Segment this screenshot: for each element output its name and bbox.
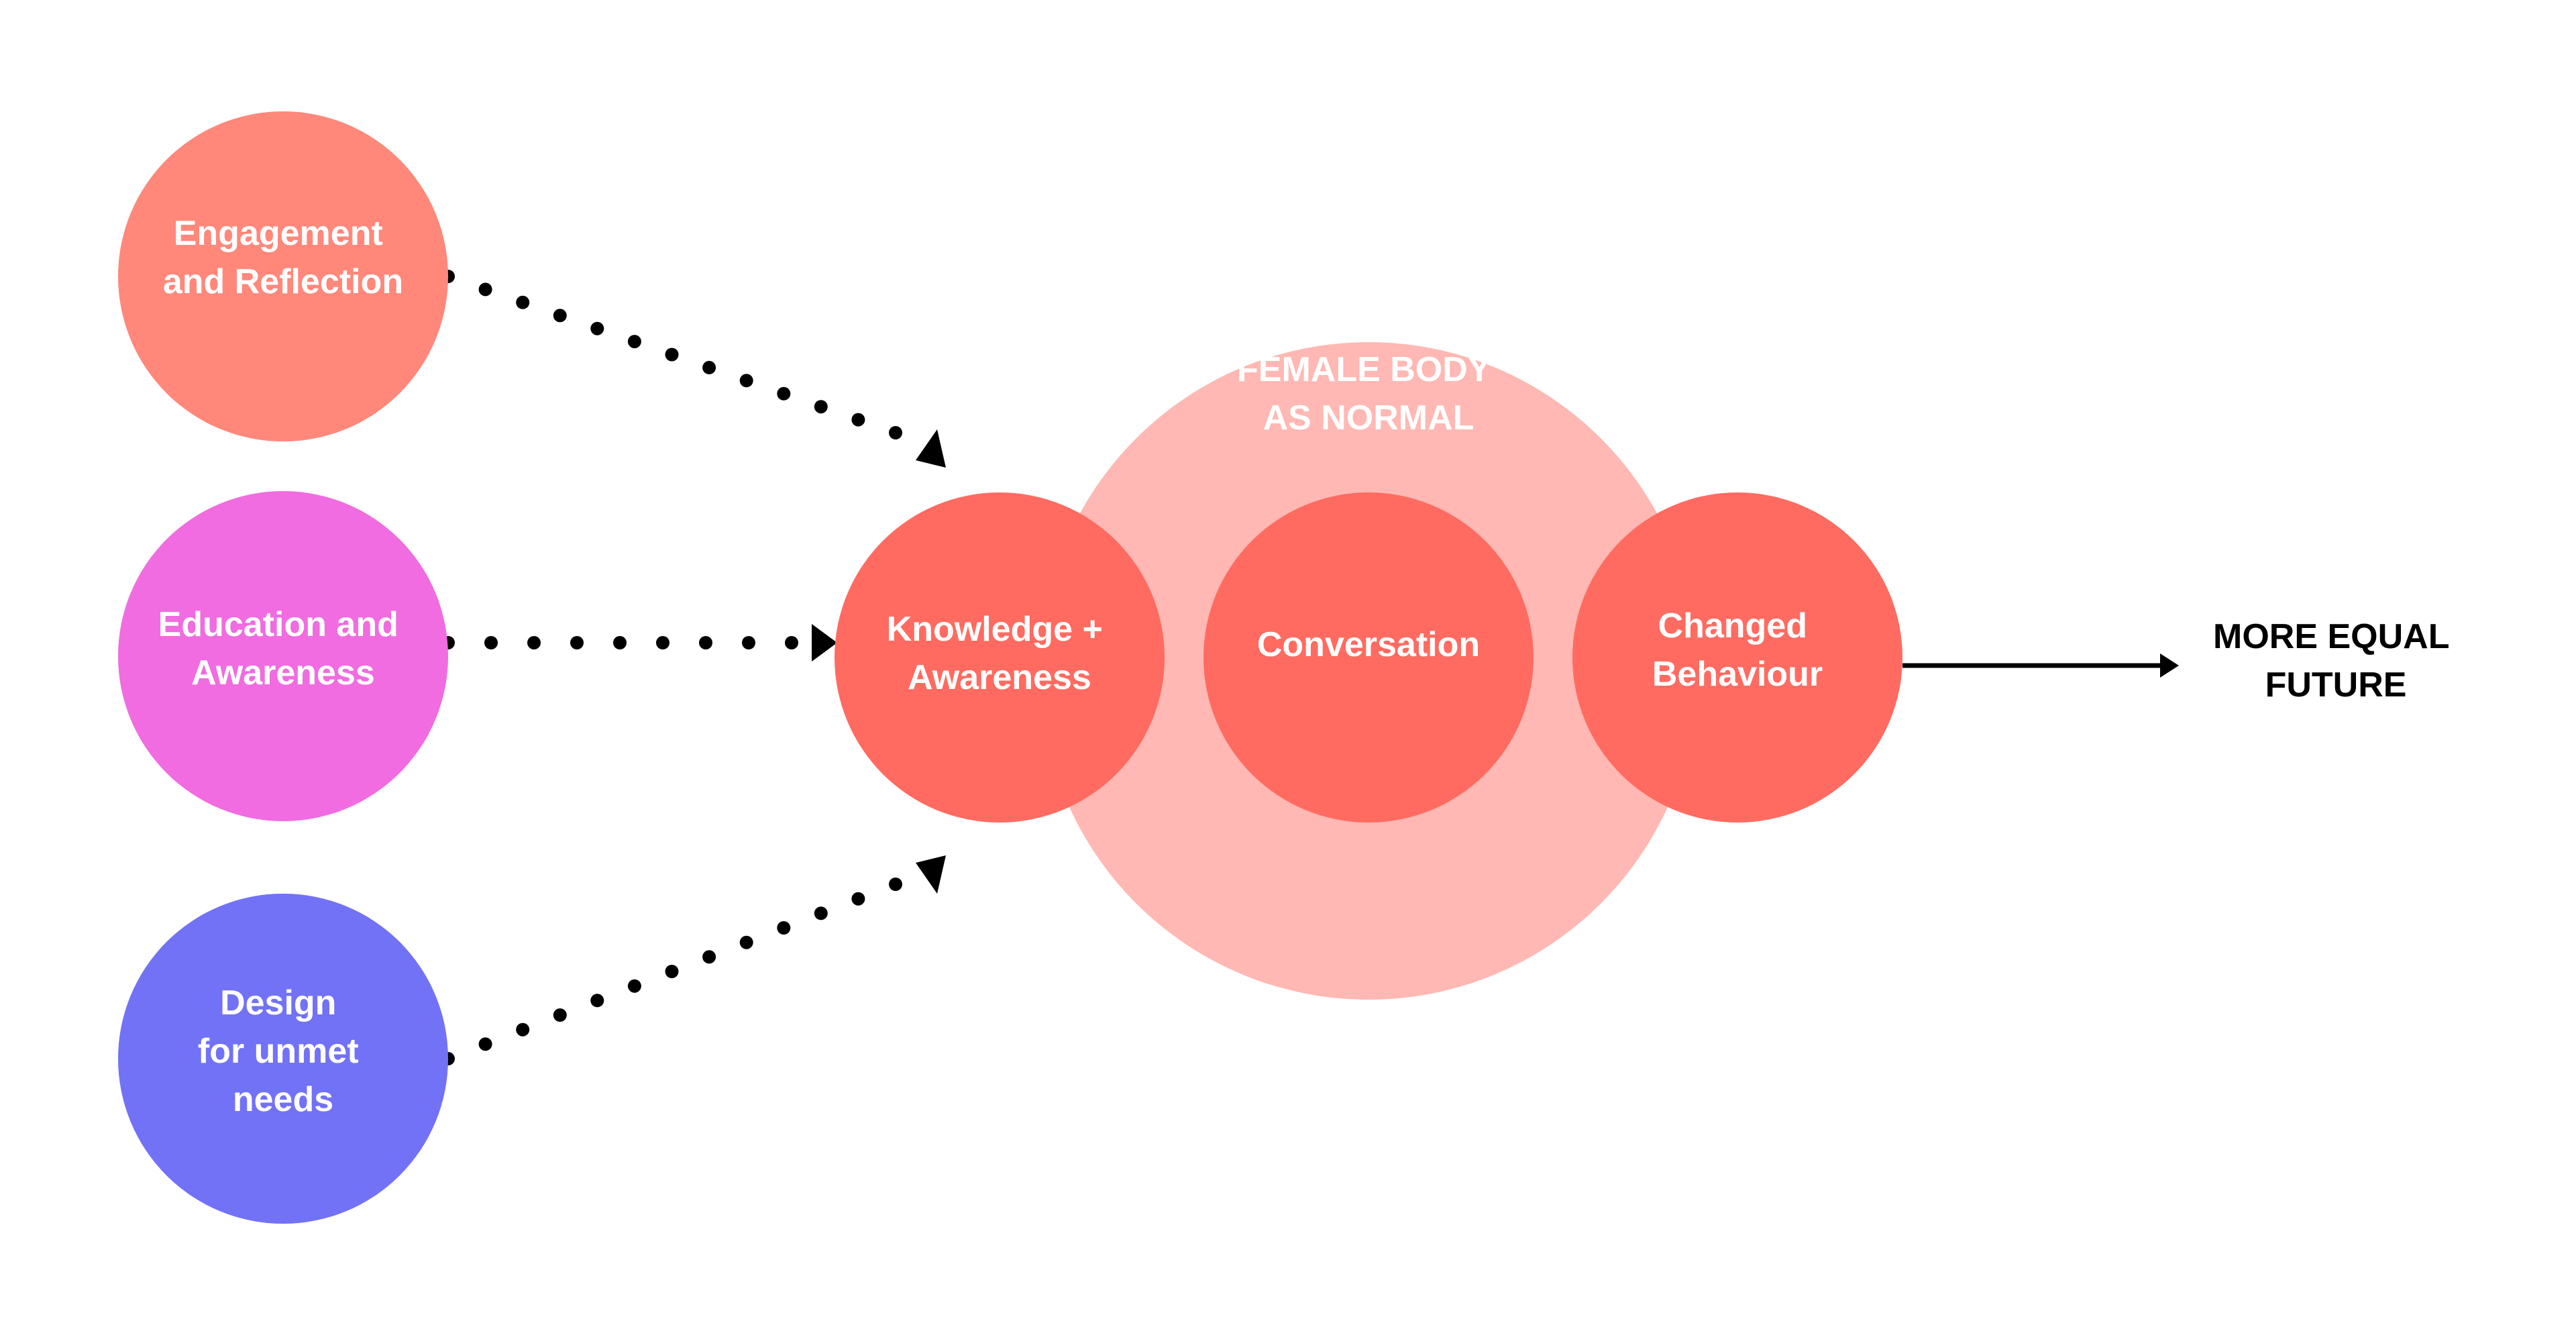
outcome-label-line-2: FUTURE: [2265, 666, 2407, 704]
connector-dot: [665, 965, 679, 978]
connector-dot: [702, 950, 716, 964]
education-and-awareness-circle: [118, 491, 448, 821]
connector-dot: [478, 282, 492, 297]
education-label: Education and Awareness: [158, 605, 409, 692]
behaviour-label-line-1: Changed: [1658, 606, 1807, 645]
conversation-circle: [1203, 492, 1534, 823]
group-label-line-2: AS NORMAL: [1263, 399, 1474, 437]
group-label-line-1: FEMALE BODY: [1237, 350, 1491, 389]
connector-dot: [665, 348, 679, 362]
connector-dot: [553, 1008, 567, 1022]
connector-dot: [777, 921, 791, 935]
connector-dot: [527, 636, 541, 649]
connector-dot: [699, 636, 712, 649]
outcome-label: MORE EQUAL FUTURE: [2213, 617, 2459, 704]
connector-dot: [889, 426, 902, 439]
connector-dot: [742, 636, 755, 649]
connector-dot: [702, 360, 716, 374]
connector-dot: [590, 321, 604, 335]
group-label: FEMALE BODY AS NORMAL: [1237, 350, 1500, 437]
connector-dot: [851, 892, 865, 906]
engagement-label: Engagement and Reflection: [163, 214, 403, 301]
engagement-label-line-1: Engagement: [174, 214, 383, 253]
connector-dot: [478, 1037, 492, 1051]
connector-dot: [785, 636, 798, 649]
connector-dot: [627, 335, 641, 349]
connector-dot: [613, 636, 627, 649]
knowledge-label-line-2: Awareness: [908, 658, 1091, 697]
outcome-label-line-1: MORE EQUAL: [2213, 617, 2449, 656]
connector-dot: [851, 413, 865, 427]
education-label-line-2: Awareness: [191, 653, 375, 692]
connector-dot: [627, 979, 641, 993]
design-label: Design for unmet needs: [198, 984, 368, 1119]
connector-dot: [814, 906, 828, 920]
conversation-label-line-1: Conversation: [1257, 625, 1480, 664]
engagement-label-line-2: and Reflection: [163, 262, 403, 301]
dotted-arrow-engagement-to-knowledge: [441, 270, 902, 439]
knowledge-label: Knowledge + Awareness: [887, 610, 1113, 697]
dotted-arrow-education-to-knowledge: [441, 636, 798, 649]
connector-dot: [777, 386, 791, 401]
design-label-line-2: for unmet: [198, 1032, 359, 1071]
connector-dot: [814, 400, 828, 414]
connector-dot: [739, 374, 753, 388]
connector-dot: [553, 309, 567, 323]
changed-behaviour-circle: [1572, 492, 1902, 823]
connector-dot: [590, 994, 604, 1008]
connector-dot: [739, 935, 753, 949]
arrowhead-middle: [812, 624, 837, 662]
behaviour-label-line-2: Behaviour: [1652, 655, 1823, 694]
design-for-unmet-needs-circle: [118, 894, 448, 1224]
arrowhead-top: [916, 429, 946, 468]
engagement-and-reflection-circle: [118, 111, 448, 441]
design-label-line-3: needs: [233, 1080, 333, 1119]
dotted-arrow-design-to-knowledge: [441, 878, 902, 1065]
connector-dot: [516, 295, 530, 309]
arrowhead-outcome: [2160, 653, 2179, 678]
design-label-line-1: Design: [220, 984, 336, 1022]
connector-dot: [656, 636, 669, 649]
arrowhead-bottom: [916, 855, 946, 894]
conversation-label: Conversation: [1257, 625, 1480, 664]
knowledge-label-line-1: Knowledge +: [887, 610, 1103, 649]
connector-dot: [889, 878, 902, 891]
knowledge-and-awareness-circle: [835, 492, 1165, 823]
behaviour-label: Changed Behaviour: [1652, 606, 1823, 694]
education-label-line-1: Education and: [158, 605, 398, 644]
connector-dot: [516, 1022, 530, 1037]
connector-dot: [570, 636, 584, 649]
connector-dot: [484, 636, 498, 649]
